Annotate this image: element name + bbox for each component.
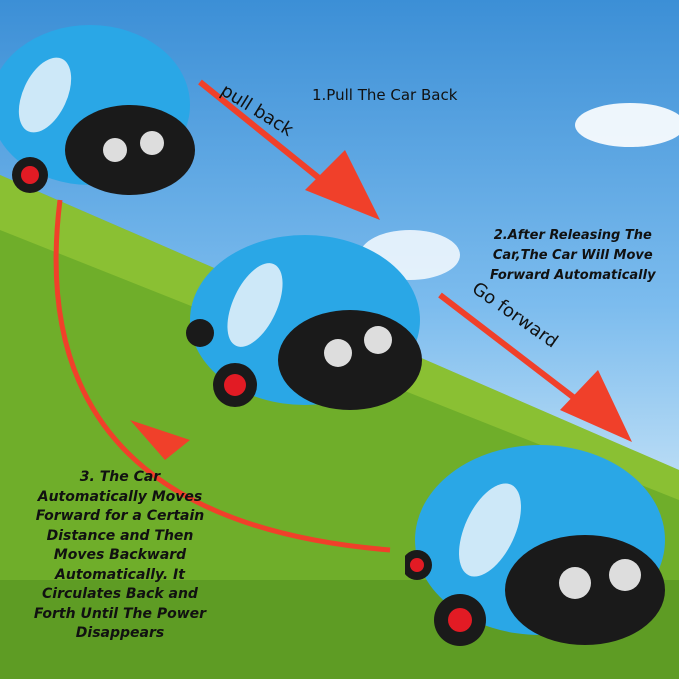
car-1 xyxy=(0,25,195,195)
step3-line: Circulates Back and xyxy=(42,586,198,602)
step2-line: 2.After Releasing The xyxy=(493,228,652,243)
go-forward-arrow xyxy=(438,292,592,413)
step3-line: Disappears xyxy=(75,625,165,641)
step3-line: 3. The Car xyxy=(79,469,161,485)
cloud xyxy=(575,103,679,147)
step2-line: Car,The Car Will Move xyxy=(492,248,653,263)
step3-line: Distance and Then xyxy=(46,527,194,544)
step3-line: Automatically. It xyxy=(55,566,185,583)
step3-line: Moves Backward xyxy=(53,547,187,563)
pull-back-arrow xyxy=(198,79,342,198)
circulation-arc xyxy=(53,199,391,553)
car-2 xyxy=(186,235,422,410)
car-3 xyxy=(405,445,665,646)
step2-caption: 2.After Releasing The Car,The Car Will M… xyxy=(490,226,656,286)
step3-line: Forward for a Certain xyxy=(35,508,205,524)
arc-arrowhead xyxy=(130,420,190,460)
step2-line: Forward Automatically xyxy=(490,268,656,283)
step3-line: Automatically Moves xyxy=(37,488,203,505)
step3-line: Forth Until The Power xyxy=(33,605,207,622)
step1-caption: 1.Pull The Car Back xyxy=(312,86,458,104)
